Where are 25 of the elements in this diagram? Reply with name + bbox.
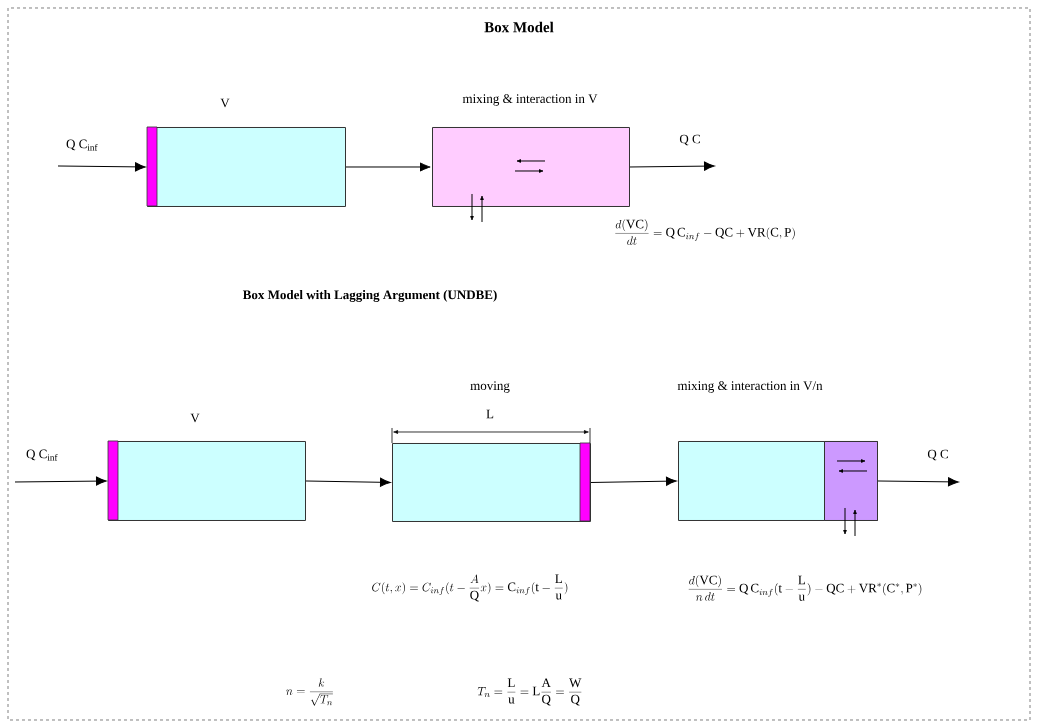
dimension-label: L — [486, 409, 494, 419]
title: Box Model — [484, 21, 554, 33]
arrow — [305, 477, 391, 487]
arrow — [629, 161, 715, 171]
subtitle: Box Model with Lagging Argument (UNDBE) — [242, 290, 497, 302]
equation: $\frac{d(\mathrm{VC})}{n\,dt} = \mathrm{Q\,C}_{inf}(\mathrm{t} - \frac{\mathrm{L}}{\mathrm{u}}) - \mathrm{QC} + \mathrm{VR}^{*}(\mathrm{C}^{*},\mathrm{P}^{*})$ — [688, 575, 922, 601]
box-heading: mixing & interaction in V — [462, 94, 598, 106]
arrow — [590, 476, 677, 486]
box-heading: V — [220, 98, 230, 108]
box-heading: moving — [470, 381, 510, 393]
arrow — [345, 162, 431, 172]
edge-label: Q C$_{inf}$ — [65, 138, 99, 152]
equation: $C(t,x) = C_{inf}(t - \frac{A}{\mathrm{Q}}x) = \mathrm{C}_{inf}(\mathrm{t} - \frac{\mathrm{L}}{\mathrm{u}})$ — [372, 574, 568, 602]
edge-label: Q C — [926, 448, 950, 462]
arrow — [877, 477, 959, 487]
mixing-section — [824, 441, 878, 521]
arrow — [57, 162, 146, 172]
box-heading: V — [190, 413, 200, 423]
equation: $\frac{d(\mathrm{VC})}{dt} = \mathrm{Q\,C}_{inf} - \mathrm{QC} + \mathrm{VR}(\mathrm{C},\mathrm{P})$ — [615, 219, 795, 245]
box-heading: mixing & interaction in V/n — [677, 381, 823, 393]
equation: $n = \frac{k}{\sqrt{T_n}}$ — [286, 678, 333, 706]
edge-label: Q C — [678, 133, 702, 147]
equation: $T_n = \frac{\mathrm{L}}{\mathrm{u}} = \mathrm{L}\frac{\mathrm{A}}{\mathrm{Q}} = \frac{\mathrm{W}}{\mathrm{Q}}$ — [477, 678, 582, 706]
arrow — [14, 476, 107, 486]
edge-label: Q C$_{inf}$ — [25, 448, 59, 462]
